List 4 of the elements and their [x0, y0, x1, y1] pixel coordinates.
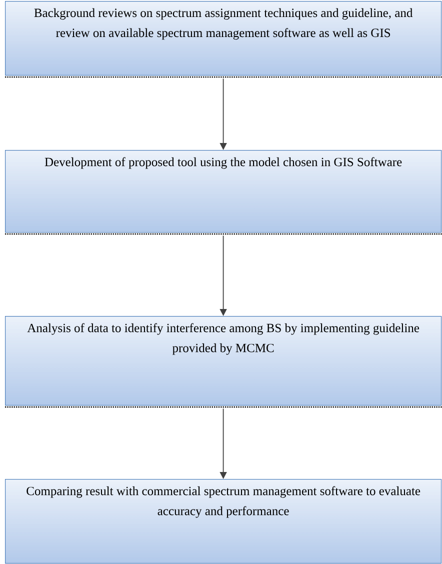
process-box: Development of proposed tool using the model chosen in GIS Software — [5, 150, 442, 235]
process-box: Comparing result with commercial spectrum management software to evaluate accuracy and performance — [5, 479, 442, 564]
process-box: Background reviews on spectrum assignment techniques and guideline, and review on available spectrum management software as well as GIS — [5, 1, 442, 78]
process-box: Analysis of data to identify interference among BS by implementing guideline provided by MCMC — [5, 316, 442, 408]
